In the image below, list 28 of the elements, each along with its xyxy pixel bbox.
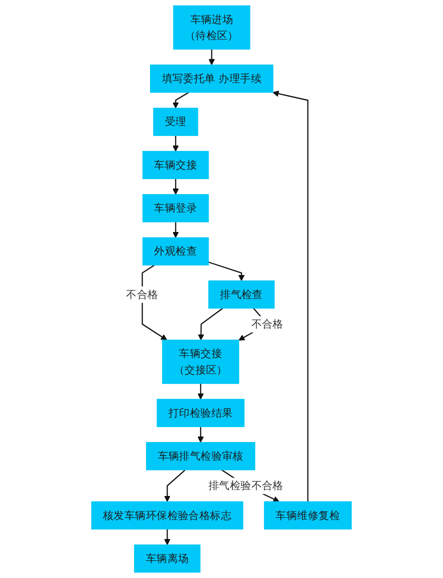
node-box: 填写委托单 办理手续 bbox=[150, 64, 274, 93]
arrow bbox=[164, 529, 170, 546]
node-box: 车辆登录 bbox=[142, 194, 209, 222]
node-box: 车辆维修复检 bbox=[264, 501, 352, 530]
arrow bbox=[272, 90, 308, 502]
arrow bbox=[208, 49, 215, 66]
node-box: 排气检查 bbox=[208, 280, 275, 309]
arrow bbox=[164, 469, 186, 502]
node-box: 打印检验结果 bbox=[156, 398, 245, 428]
arrow bbox=[172, 136, 179, 152]
node-box: 核发车辆环保检验合格标志 bbox=[91, 501, 244, 530]
arrow bbox=[172, 92, 190, 108]
edge-label: 不合格 bbox=[251, 318, 284, 330]
node-box: 车辆进场 （待检区） bbox=[173, 5, 250, 50]
arrow bbox=[172, 178, 179, 195]
node-box: 外观检查 bbox=[142, 237, 209, 266]
arrow bbox=[172, 222, 179, 238]
arrow bbox=[198, 384, 204, 400]
arrow bbox=[198, 426, 204, 443]
node-box: 受理 bbox=[153, 108, 198, 136]
edge-label: 排气检验不合格 bbox=[208, 479, 284, 492]
node-box: 车辆排气检验审核 bbox=[146, 442, 256, 470]
node-box: 车辆离场 bbox=[134, 544, 200, 573]
arrow bbox=[198, 308, 224, 340]
node-box: 车辆交接 （交接区） bbox=[162, 340, 240, 384]
arrow bbox=[208, 262, 245, 282]
node-box: 车辆交接 bbox=[142, 150, 209, 180]
edge-label: 不合格 bbox=[126, 288, 158, 301]
